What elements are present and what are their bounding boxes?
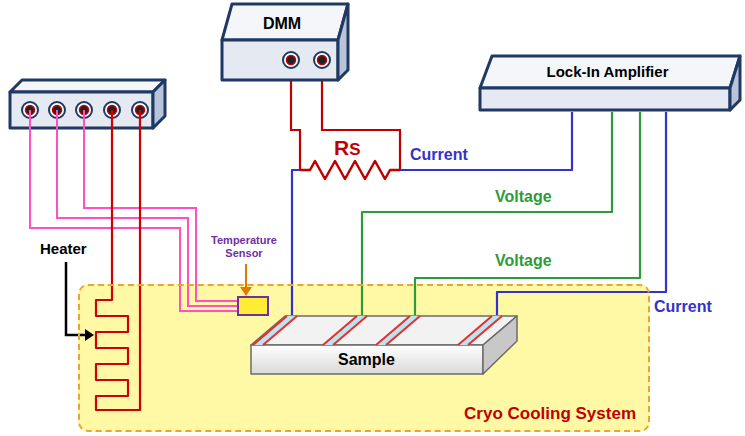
sample-name: Sample — [250, 346, 483, 374]
sensor-leader — [240, 264, 252, 296]
region-title: Cryo Cooling System — [464, 404, 636, 424]
heater-label: Heater — [40, 240, 87, 257]
dmm-instrument: DMM — [220, 2, 350, 82]
wire-label: Current — [410, 146, 468, 164]
wire-label: Current — [654, 298, 712, 316]
heater-leader — [66, 262, 94, 341]
lock-in-box — [478, 54, 742, 112]
dmm-box — [220, 2, 350, 82]
lock-in-amplifier: Lock-In Amplifier — [478, 54, 742, 112]
temperature-controller — [10, 80, 165, 128]
heater-element — [96, 110, 140, 410]
sample-bar: Sample — [250, 315, 518, 375]
wire-label: Voltage — [495, 188, 552, 206]
resistor-label: RS — [334, 136, 361, 160]
cryo-cooling-region: Cryo Cooling System Sample — [78, 284, 650, 432]
temperature-sensor — [238, 297, 268, 315]
resistor-symbol — [300, 161, 400, 179]
sensor-label: Temperature Sensor — [202, 234, 286, 259]
instrument-name: Lock-In Amplifier — [480, 56, 735, 88]
cryo-fill — [78, 284, 650, 432]
sensor-wires — [30, 110, 238, 311]
instrument-name: DMM — [222, 10, 342, 38]
wire-label: Voltage — [495, 252, 552, 270]
